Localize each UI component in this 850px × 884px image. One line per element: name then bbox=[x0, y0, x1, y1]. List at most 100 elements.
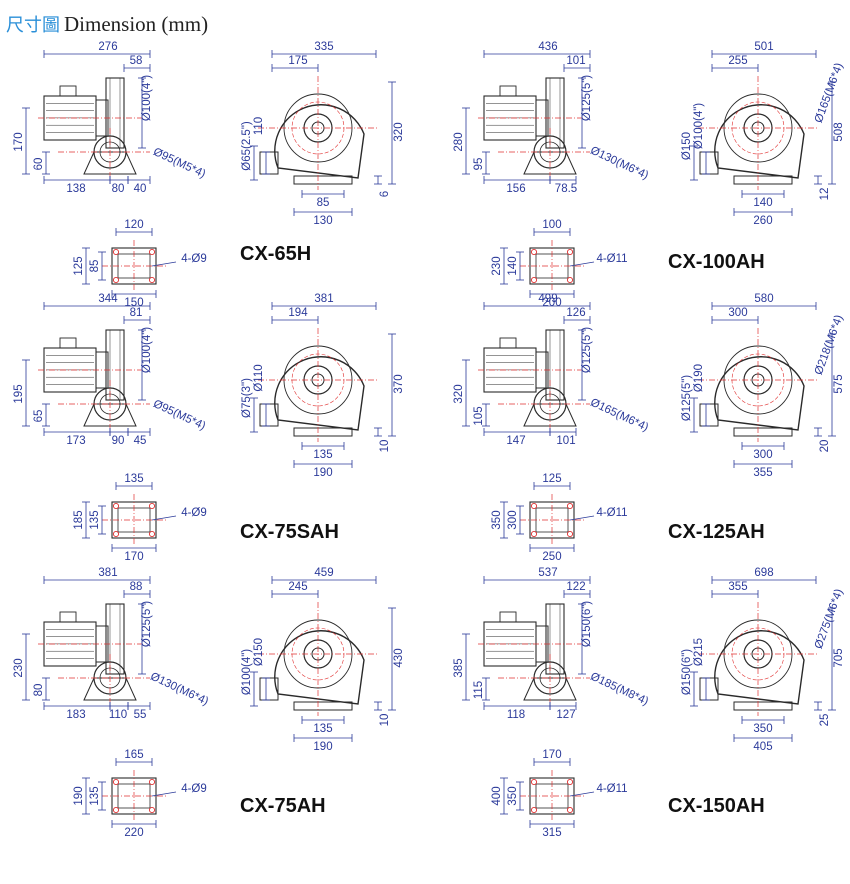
side-axis-height: 65 bbox=[33, 410, 45, 423]
front-inlet-nominal: Ø150 bbox=[253, 638, 265, 666]
side-motor-offset: 173 bbox=[66, 435, 85, 447]
base-hole-callout: 4-Ø11 bbox=[596, 253, 627, 265]
side-axis-height: 105 bbox=[473, 406, 485, 425]
side-overall-length: 344 bbox=[98, 293, 118, 305]
front-inlet-diameter: Ø65(2.5") bbox=[241, 121, 253, 171]
side-foot-offset: 78.5 bbox=[555, 183, 577, 195]
front-overall-width: 335 bbox=[314, 41, 333, 53]
front-inlet-diameter: Ø125(5") bbox=[681, 375, 693, 421]
base-hole-callout: 4-Ø9 bbox=[181, 783, 207, 795]
front-foot-spacing: 135 bbox=[313, 449, 332, 461]
front-overall-width: 698 bbox=[754, 567, 773, 579]
side-outlet-diameter: Ø150(6") bbox=[581, 601, 593, 647]
side-outlet-depth: 101 bbox=[566, 55, 585, 67]
side-foot-offset: 101 bbox=[556, 435, 575, 447]
base-hole-spacing-y: 135 bbox=[89, 510, 101, 529]
side-overall-height: 195 bbox=[13, 384, 25, 403]
front-inlet-nominal: Ø190 bbox=[693, 364, 705, 392]
side-overall-height: 170 bbox=[13, 132, 25, 151]
side-outlet-depth: 88 bbox=[130, 581, 143, 593]
side-foot-offset: 40 bbox=[134, 183, 147, 195]
base-hole-spacing-y: 140 bbox=[507, 256, 519, 275]
front-inlet-diameter: Ø150(6") bbox=[681, 649, 693, 695]
side-outlet-depth: 122 bbox=[566, 581, 585, 593]
front-base-width: 405 bbox=[753, 741, 772, 753]
base-hole-spacing-x: 120 bbox=[124, 219, 143, 231]
base-hole-spacing-x: 170 bbox=[542, 749, 561, 761]
front-inlet-nominal: 110 bbox=[253, 117, 265, 135]
side-axis-height: 80 bbox=[33, 684, 45, 697]
side-inlet-flange: Ø130(M6*4) bbox=[588, 145, 650, 182]
base-hole-spacing-y: 135 bbox=[89, 786, 101, 805]
front-flange-callout: Ø275(M6*4) bbox=[813, 587, 846, 650]
base-width: 315 bbox=[542, 827, 561, 839]
side-inlet-flange: Ø95(M5*4) bbox=[151, 398, 207, 433]
side-overall-length: 537 bbox=[538, 567, 557, 579]
side-foot-offset: 45 bbox=[134, 435, 147, 447]
front-center-offset: 194 bbox=[288, 307, 308, 319]
side-axis-height: 95 bbox=[473, 158, 485, 171]
side-inlet-flange: Ø130(M6*4) bbox=[148, 671, 210, 708]
base-hole-callout: 4-Ø11 bbox=[596, 783, 627, 795]
side-foot-width: 110 bbox=[109, 709, 127, 721]
side-overall-height: 230 bbox=[13, 658, 25, 677]
side-overall-height: 280 bbox=[453, 132, 465, 151]
base-width: 250 bbox=[542, 551, 561, 563]
front-overall-height: 370 bbox=[393, 374, 405, 393]
front-overall-height: 575 bbox=[833, 374, 845, 393]
base-depth: 230 bbox=[491, 256, 503, 275]
side-inlet-flange: Ø95(M5*4) bbox=[151, 146, 207, 181]
side-overall-length: 381 bbox=[98, 567, 117, 579]
front-inlet-diameter: Ø100(4") bbox=[241, 649, 253, 695]
front-overall-width: 381 bbox=[314, 293, 333, 305]
base-depth: 400 bbox=[491, 786, 503, 805]
front-center-offset: 175 bbox=[288, 55, 307, 67]
base-hole-callout: 4-Ø9 bbox=[181, 507, 207, 519]
side-foot-offset: 55 bbox=[134, 709, 147, 721]
base-view: 170 400 350 4-Ø11 315 bbox=[491, 749, 628, 839]
front-base-thickness: 6 bbox=[379, 191, 391, 197]
front-inlet-nominal: Ø110 bbox=[253, 364, 265, 391]
side-inlet-flange: Ø185(M8*4) bbox=[588, 671, 650, 708]
base-hole-spacing-x: 135 bbox=[124, 473, 143, 485]
base-hole-spacing-y: 350 bbox=[507, 786, 519, 805]
model-name: CX-65H bbox=[240, 243, 311, 265]
front-base-thickness: 10 bbox=[379, 714, 391, 727]
model-name: CX-100AH bbox=[668, 251, 765, 273]
side-outlet-diameter: Ø100(4") bbox=[141, 75, 153, 121]
front-inlet-nominal: Ø100(4") bbox=[693, 103, 705, 149]
side-overall-length: 436 bbox=[538, 41, 557, 53]
model-name: CX-150AH bbox=[668, 795, 765, 817]
side-outlet-diameter: Ø125(5") bbox=[581, 327, 593, 373]
side-motor-offset: 118 bbox=[507, 709, 525, 721]
front-base-width: 190 bbox=[313, 741, 332, 753]
side-outlet-depth: 58 bbox=[130, 55, 143, 67]
model-name: CX-75AH bbox=[240, 795, 326, 817]
front-overall-width: 501 bbox=[754, 41, 773, 53]
front-base-thickness: 20 bbox=[819, 440, 831, 453]
side-motor-offset: 138 bbox=[66, 183, 85, 195]
front-base-thickness: 10 bbox=[379, 440, 391, 453]
front-foot-spacing: 350 bbox=[753, 723, 772, 735]
base-depth: 350 bbox=[491, 510, 503, 529]
